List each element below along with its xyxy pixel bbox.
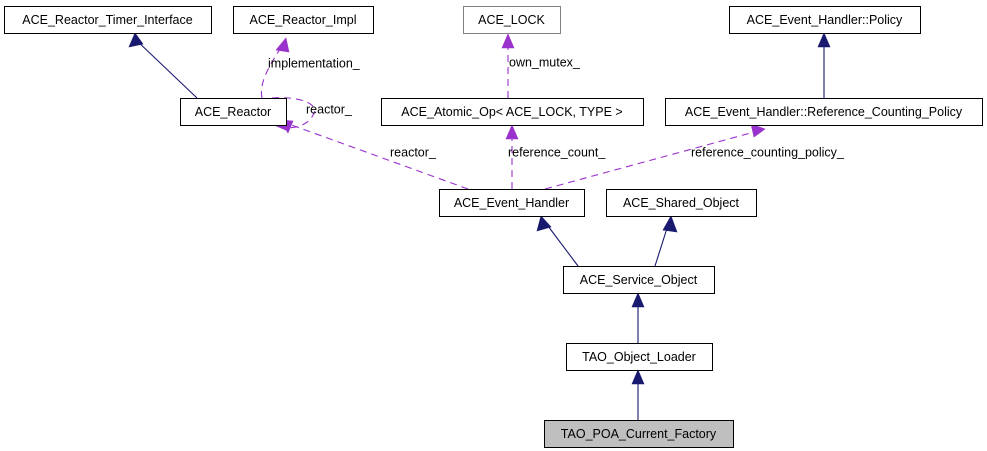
class-node-label: ACE_Event_Handler	[454, 196, 569, 210]
association-label-event-handler-reactor: reactor_	[390, 145, 437, 159]
association-label-own-mutex: own_mutex_	[509, 55, 581, 69]
inheritance-arrowhead-icon	[817, 32, 831, 48]
association-edge-own-mutex	[501, 33, 515, 98]
inheritance-arrowhead-icon	[536, 215, 552, 232]
inheritance-edge-service-object-to-event-handler	[536, 215, 579, 267]
class-node-box[interactable]	[544, 420, 734, 448]
class-node-label: TAO_Object_Loader	[582, 350, 696, 364]
association-line	[544, 130, 759, 190]
class-node-eh_policy[interactable]: ACE_Event_Handler::Policy	[729, 6, 921, 34]
class-node-event_handler[interactable]: ACE_Event_Handler	[439, 189, 585, 217]
inheritance-line	[544, 221, 579, 267]
inheritance-edge-refcount-policy-to-policy	[817, 32, 831, 98]
association-label-reference-counting-policy: reference_counting_policy_	[691, 145, 845, 159]
class-node-box[interactable]	[180, 98, 287, 126]
class-node-ace_reactor[interactable]: ACE_Reactor	[180, 98, 287, 126]
class-node-shared_object[interactable]: ACE_Shared_Object	[606, 189, 757, 217]
class-node-box[interactable]	[439, 189, 585, 217]
class-node-label: ACE_Event_Handler::Policy	[747, 13, 903, 27]
inheritance-edge-object-loader-to-service-object	[631, 292, 645, 343]
class-node-box[interactable]	[4, 6, 212, 34]
association-edge-implementation	[260, 37, 290, 99]
association-line	[271, 97, 316, 129]
class-node-label: ACE_LOCK	[478, 13, 545, 27]
inheritance-edge-poa-factory-to-object-loader	[631, 369, 645, 420]
inheritance-arrowhead-icon	[631, 292, 645, 308]
inheritance-arrowhead-icon	[631, 369, 645, 385]
inheritance-edge-reactor-to-timer-interface	[128, 32, 198, 99]
class-node-label: ACE_Reactor_Impl	[250, 13, 357, 27]
association-label-implementation: implementation_	[268, 56, 361, 70]
class-node-object_loader[interactable]: TAO_Object_Loader	[566, 343, 713, 371]
class-nodes-layer: ACE_Reactor_Timer_Interface ACE_Reactor_I…	[4, 6, 983, 448]
class-node-box[interactable]	[463, 6, 561, 34]
class-node-label: ACE_Service_Object	[580, 273, 698, 287]
class-node-box[interactable]	[563, 266, 715, 294]
association-arrowhead-icon	[750, 123, 766, 138]
association-edge-event-handler-reactor	[279, 119, 469, 190]
class-node-service_object[interactable]: ACE_Service_Object	[563, 266, 715, 294]
association-edge-reference-count	[505, 124, 519, 189]
class-node-poa_current_factory[interactable]: TAO_POA_Current_Factory	[544, 420, 734, 448]
class-node-box[interactable]	[566, 343, 713, 371]
class-node-atomic_op[interactable]: ACE_Atomic_Op< ACE_LOCK, TYPE >	[381, 98, 644, 126]
class-node-reactor_impl[interactable]: ACE_Reactor_Impl	[233, 6, 374, 34]
class-node-label: ACE_Atomic_Op< ACE_LOCK, TYPE >	[401, 105, 622, 119]
class-node-box[interactable]	[665, 98, 983, 126]
class-node-reactor_timer_interface[interactable]: ACE_Reactor_Timer_Interface	[4, 6, 212, 34]
class-node-label: TAO_POA_Current_Factory	[561, 427, 717, 441]
class-node-label: ACE_Reactor_Timer_Interface	[22, 13, 192, 27]
class-node-box[interactable]	[381, 98, 644, 126]
inheritance-arrowhead-icon	[662, 215, 678, 233]
class-node-label: ACE_Reactor	[195, 105, 271, 119]
inheritance-edges-layer	[128, 32, 831, 420]
class-node-box[interactable]	[729, 6, 921, 34]
class-node-ref_counting_policy[interactable]: ACE_Event_Handler::Reference_Counting_Po…	[665, 98, 983, 126]
association-label-reactor-self: reactor_	[306, 102, 353, 116]
association-arrowhead-icon	[501, 33, 515, 49]
association-arrowhead-icon	[505, 124, 519, 140]
association-line	[285, 122, 469, 190]
class-node-label: ACE_Event_Handler::Reference_Counting_Po…	[685, 105, 963, 119]
association-label-reference-count: reference_count_	[508, 145, 606, 159]
class-node-ace_lock[interactable]: ACE_LOCK	[463, 6, 561, 34]
class-node-box[interactable]	[233, 6, 374, 34]
class-node-label: ACE_Shared_Object	[623, 196, 740, 210]
association-arrowhead-icon	[275, 37, 290, 53]
inheritance-edge-service-object-to-shared-object	[654, 215, 678, 267]
class-node-box[interactable]	[606, 189, 757, 217]
edge-labels-layer: implementation_ reactor_ reactor_ reference…	[268, 55, 845, 159]
inheritance-line	[134, 38, 198, 99]
inheritance-arrowhead-icon	[128, 32, 144, 48]
association-line	[260, 43, 284, 99]
association-edge-reference-counting-policy	[544, 123, 766, 190]
